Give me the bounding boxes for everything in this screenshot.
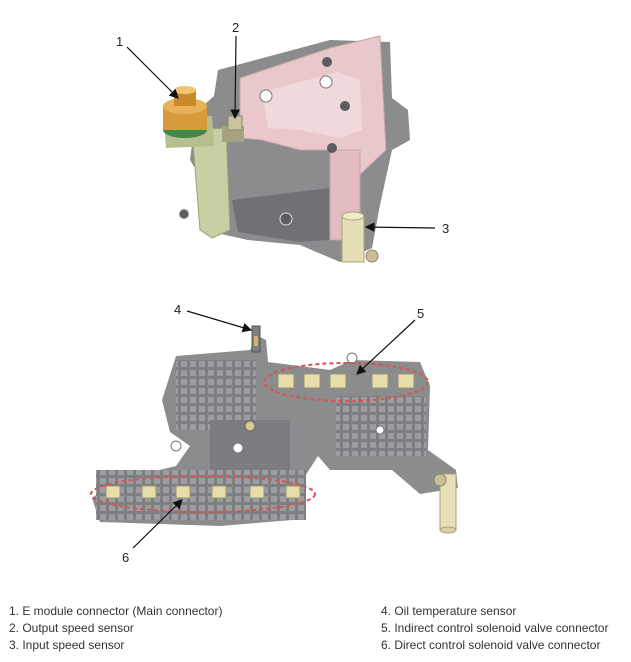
legend-right: 4. Oil temperature sensor 5. Indirect co… [381,603,608,654]
direct-connector-highlight [90,475,316,513]
upper-assembly [163,35,410,263]
legend-item: 2. Output speed sensor [9,621,134,635]
input-speed-sensor [341,211,379,263]
callout-4: 4 [174,302,181,317]
indirect-solenoid-connectors [277,373,415,389]
direct-solenoid-connectors [105,485,301,499]
lower-speed-sensor [433,473,457,534]
callout-1: 1 [116,34,123,49]
mount-hole [259,89,273,103]
mount-hole [375,425,385,435]
mount-hole [279,212,293,226]
callout-3: 3 [442,221,449,236]
lower-assembly [90,325,458,534]
mount-hole [178,208,190,220]
legend-item: 3. Input speed sensor [9,638,125,652]
legend-item: 4. Oil temperature sensor [381,604,517,618]
mount-hole [232,442,244,454]
mount-hole [346,352,358,364]
mount-hole [244,420,256,432]
oil-temperature-sensor [251,325,261,353]
legend-item: 6. Direct control solenoid valve connect… [381,638,601,652]
mount-hole [319,75,333,89]
legend-item: 1. E module connector (Main connector) [9,604,223,618]
legend-left: 1. E module connector (Main connector) 2… [9,603,222,654]
diagram-figure: 1 2 3 4 5 6 [90,20,458,565]
upper-green-bracket [191,127,231,239]
mount-hole [322,57,332,67]
callout-5: 5 [417,306,424,321]
leader-lines [126,35,436,549]
indirect-connector-highlight [263,362,429,402]
mount-hole [170,440,182,452]
legend-item: 5. Indirect control solenoid valve conne… [381,621,609,635]
mount-hole [327,143,337,153]
mount-hole [340,101,350,111]
main-connector [163,86,207,138]
callout-6: 6 [122,550,129,565]
callout-2: 2 [232,20,239,35]
